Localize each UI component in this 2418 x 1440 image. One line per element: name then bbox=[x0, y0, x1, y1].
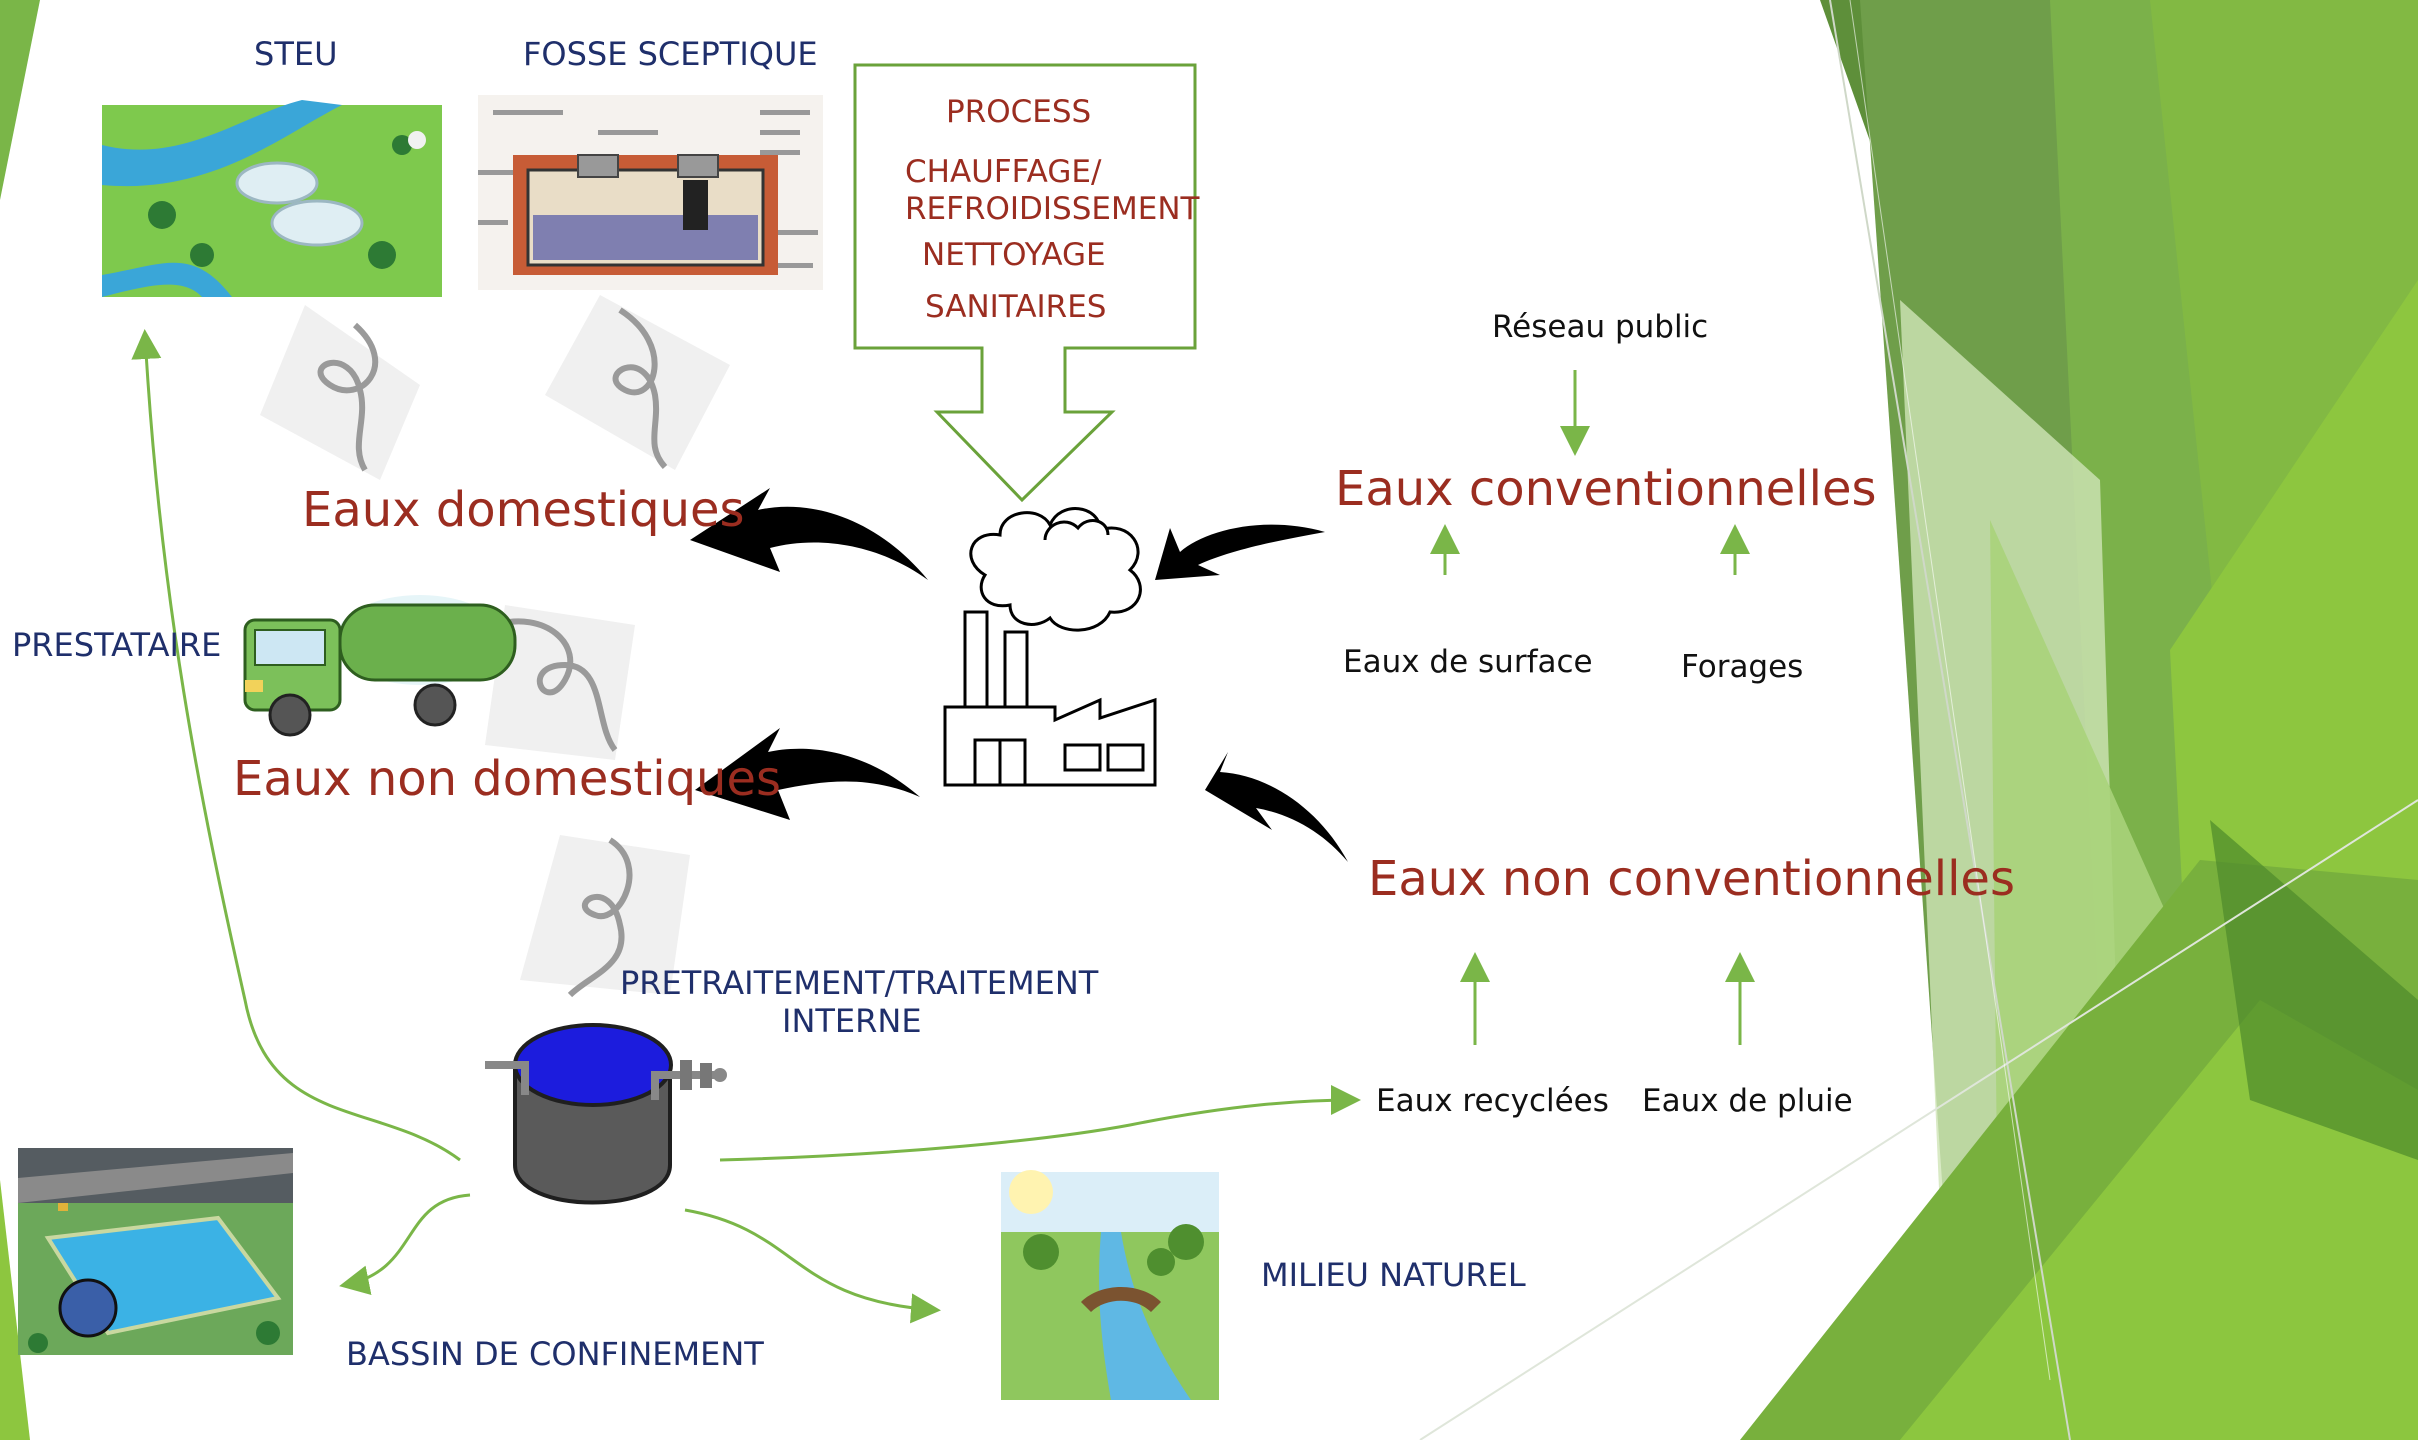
fosse-septique-label: FOSSE SCEPTIQUE bbox=[523, 35, 818, 73]
refroidissement-label: REFROIDISSEMENT bbox=[905, 191, 1200, 227]
green-connectors bbox=[131, 329, 1755, 1324]
forages-label: Forages bbox=[1681, 649, 1804, 685]
eaux-conventionnelles-label: Eaux conventionnelles bbox=[1335, 461, 1877, 517]
eaux-non-conventionnelles-label: Eaux non conventionnelles bbox=[1368, 851, 2015, 907]
bassin-label: BASSIN DE CONFINEMENT bbox=[346, 1335, 764, 1373]
arrow-factory-to-non-domestiques bbox=[695, 728, 920, 820]
chauffage-label: CHAUFFAGE/ bbox=[905, 154, 1102, 190]
milieu-naturel-image bbox=[1001, 1170, 1219, 1400]
sanitaires-label: SANITAIRES bbox=[925, 289, 1107, 325]
arrow-conventionnelles-to-factory bbox=[1155, 524, 1325, 580]
eaux-non-domestiques-label: Eaux non domestiques bbox=[233, 751, 782, 807]
eaux-domestiques-label: Eaux domestiques bbox=[302, 482, 745, 538]
process-label: PROCESS bbox=[946, 94, 1092, 130]
nettoyage-label: NETTOYAGE bbox=[922, 237, 1106, 273]
factory-icon bbox=[943, 507, 1157, 787]
arrow-tank-to-recyclees bbox=[719, 1085, 1361, 1162]
swirl-decorations bbox=[260, 295, 730, 998]
reseau-public-label: Réseau public bbox=[1492, 309, 1709, 345]
arrow-non-conventionnelles-to-factory bbox=[1205, 752, 1348, 862]
arrow-tank-to-milieu bbox=[684, 1208, 941, 1324]
steu-label: STEU bbox=[254, 35, 338, 73]
bassin-image bbox=[18, 1148, 293, 1355]
pretraitement-label: PRETRAITEMENT/TRAITEMENT bbox=[620, 964, 1099, 1002]
eaux-de-surface-label: Eaux de surface bbox=[1343, 644, 1593, 680]
tanker-truck-image bbox=[243, 595, 517, 737]
eaux-de-pluie-label: Eaux de pluie bbox=[1642, 1083, 1853, 1119]
left-green-sliver-bottom bbox=[0, 1180, 30, 1440]
black-curved-arrows bbox=[690, 488, 1348, 862]
process-box bbox=[853, 63, 1197, 503]
milieu-naturel-label: MILIEU NATUREL bbox=[1261, 1256, 1526, 1294]
arrow-factory-to-domestiques bbox=[690, 488, 928, 580]
arrow-tank-to-steu bbox=[131, 329, 461, 1162]
interne-label: INTERNE bbox=[782, 1002, 922, 1040]
steu-image bbox=[102, 100, 442, 297]
right-green-panels bbox=[1419, 0, 2418, 1440]
prestataire-label: PRESTATAIRE bbox=[12, 626, 222, 664]
arrow-tank-to-bassin bbox=[339, 1193, 471, 1295]
left-green-sliver bbox=[0, 0, 40, 200]
eaux-recyclees-label: Eaux recyclées bbox=[1376, 1083, 1609, 1119]
fosse-septique-image bbox=[478, 95, 823, 290]
pretraitement-tank bbox=[485, 1023, 727, 1205]
